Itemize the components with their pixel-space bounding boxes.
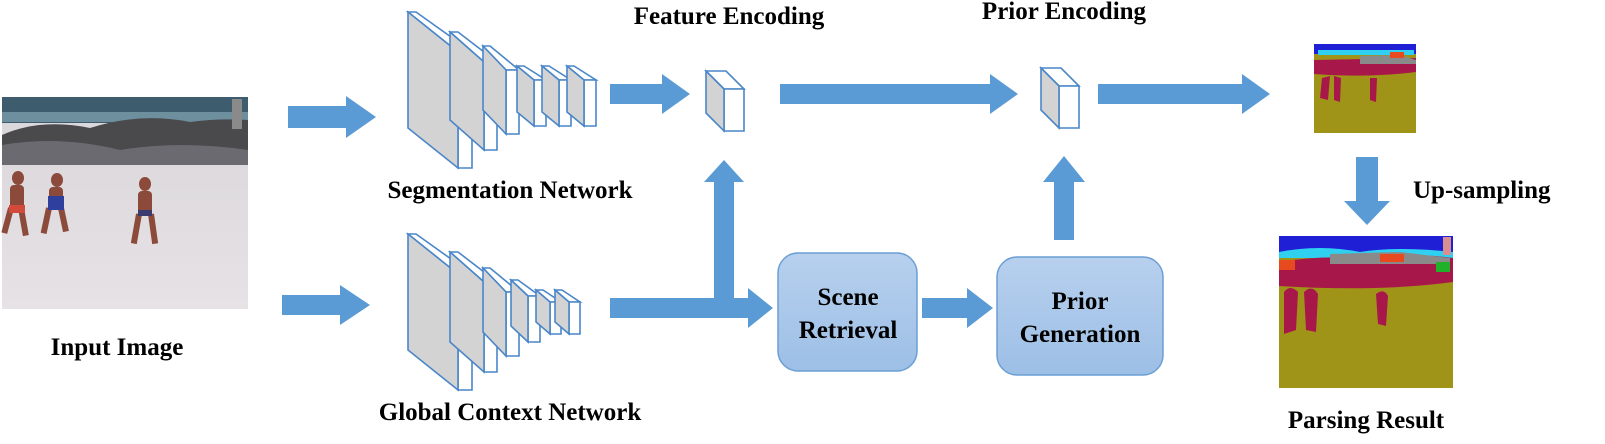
global-context-network-label: Global Context Network [379,399,642,426]
parsing-result-map [1279,236,1453,388]
arrow-segmentation-to-feature [610,74,690,114]
arrow-input-to-global-context [282,285,370,325]
prior-generation-line-1: Prior [1052,288,1109,315]
prior-generation-line-2: Generation [1020,321,1141,348]
scene-retrieval-line-1: Scene [817,284,878,311]
segmentation-network-label: Segmentation Network [387,177,632,204]
arrow-prior-to-result [1098,74,1270,114]
prior-encoding-cube [1039,66,1081,130]
arrow-input-to-segmentation [288,96,376,138]
arrow-feature-to-prior [780,74,1018,114]
up-sampling-label: Up-sampling [1413,177,1551,204]
coarse-segmentation-map [1314,44,1416,133]
parsing-result-label: Parsing Result [1288,407,1445,434]
arrow-up-to-prior-encoding [1043,156,1085,240]
global-context-network [405,232,583,392]
feature-encoding-cube [704,69,746,133]
segmentation-network [405,10,599,170]
feature-encoding-label: Feature Encoding [634,3,825,30]
scene-retrieval-box: Scene Retrieval [777,252,918,372]
gc-layer-6 [552,288,583,336]
input-image [1,97,248,309]
arrow-up-sampling [1344,157,1390,225]
arrow-up-to-feature-encoding [704,160,744,300]
arrows [282,74,1390,328]
seg-layer-6 [564,64,599,128]
arrow-scene-to-prior-generation [922,288,993,328]
prior-encoding-label: Prior Encoding [982,0,1147,25]
prior-generation-box: Prior Generation [996,256,1164,376]
scene-retrieval-line-2: Retrieval [799,317,898,344]
input-image-label: Input Image [51,334,184,361]
seg-layer-3 [481,44,522,136]
arrow-global-context-to-scene-retrieval [610,288,773,328]
